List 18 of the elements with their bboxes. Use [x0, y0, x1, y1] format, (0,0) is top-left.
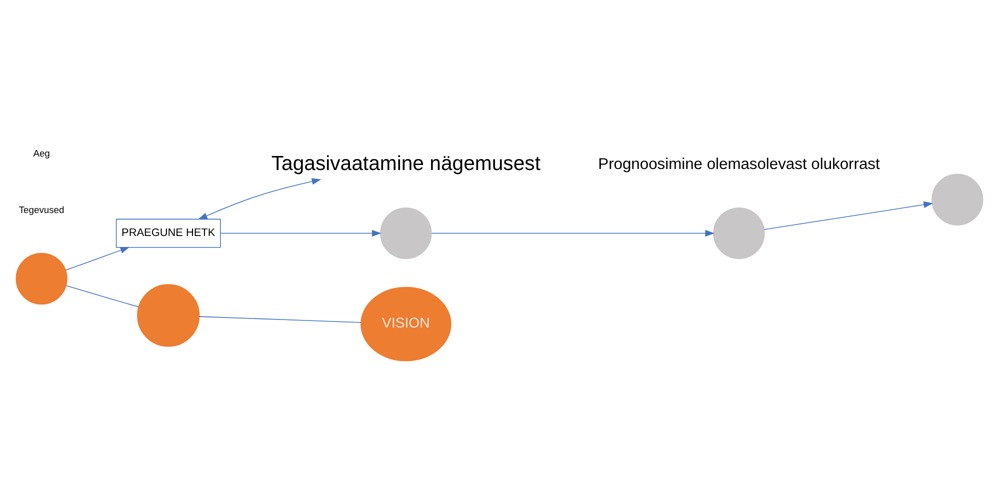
arrow [198, 178, 322, 220]
arrow [220, 230, 382, 237]
node-circle [932, 174, 984, 226]
connector [198, 316, 362, 323]
label: Tegevused [18, 204, 64, 216]
arrow [65, 246, 130, 271]
label: Aeg [33, 148, 50, 159]
arrow [764, 201, 934, 230]
node-ellipse: VISION [360, 286, 452, 362]
arrow [431, 230, 715, 237]
node-circle [380, 207, 432, 260]
label: Prognoosimine olemasolevast olukorrast [598, 156, 880, 174]
node-circle [16, 252, 68, 305]
node-circle [137, 284, 200, 347]
connector [66, 285, 139, 308]
node-circle [713, 207, 765, 260]
node-box: PRAEGUNE HETK [116, 218, 221, 248]
node-text: Tagasivaatamine nägemusest [271, 153, 540, 176]
